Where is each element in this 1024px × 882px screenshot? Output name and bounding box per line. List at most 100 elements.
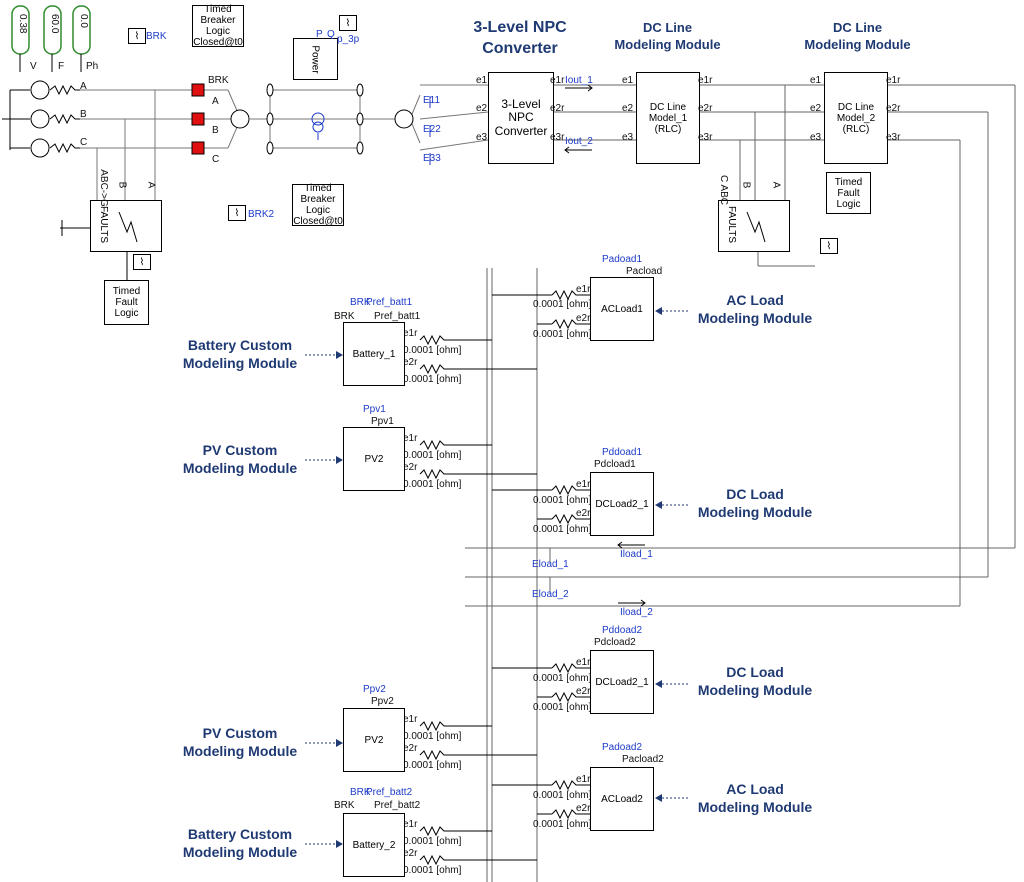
pv-bottom-title: PV Custom Modeling Module (182, 725, 298, 760)
source-phase-value[interactable]: 0.0 (78, 14, 89, 28)
dcload2-block[interactable]: DCLoad2_1 (590, 650, 654, 714)
power-meter-block[interactable]: Power (293, 38, 338, 80)
pv1-r1-value: 0.0001 [ohm] (403, 450, 462, 461)
battery1-port-e2r: e2r (403, 357, 418, 368)
dcload1-port-e2r: e2r (576, 508, 591, 519)
faults-block-1[interactable]: FAULTS (90, 200, 162, 252)
battery1-pref-input: Pref_batt1 (374, 311, 421, 322)
acload2-block[interactable]: ACLoad2 (590, 767, 654, 831)
dcline2-port-e1r: e1r (886, 75, 901, 86)
dcline1-port-e1: e1 (622, 75, 634, 86)
acload1-block[interactable]: ACLoad1 (590, 277, 654, 341)
dcload1-r2-value: 0.0001 [ohm] (533, 524, 592, 535)
dc-line1-title: DC Line Modeling Module (614, 20, 721, 52)
breaker-phase-b: B (212, 125, 219, 136)
source-frequency-value[interactable]: 60.0 (49, 14, 60, 34)
pv-top-title: PV Custom Modeling Module (182, 442, 298, 477)
source-ph-label: Ph (86, 61, 99, 72)
dc-line2-title: DC Line Modeling Module (804, 20, 911, 52)
battery2-port-e2r: e2r (403, 848, 418, 859)
pv2-port-e1r: e1r (403, 714, 418, 725)
dcload1-port-e1r: e1r (576, 479, 591, 490)
battery-bottom-title: Battery Custom Modeling Module (182, 826, 298, 861)
faults-b-label: B (116, 181, 128, 189)
timed-breaker-logic-1[interactable]: Timed Breaker Logic Closed@t0 (192, 4, 244, 48)
meter-e22: E22 (423, 124, 441, 135)
acload2-input: Pacload2 (622, 754, 664, 765)
acload1-port-e2r: e2r (576, 313, 591, 324)
battery2-r1-value: 0.0001 [ohm] (403, 836, 462, 847)
timed-fault-logic-1[interactable]: Timed Fault Logic (104, 280, 149, 325)
eload1-signal: Eload_1 (532, 559, 569, 570)
pv1-port-e1r: e1r (403, 433, 418, 444)
pv2-r1-value: 0.0001 [ohm] (403, 731, 462, 742)
dcline1-port-e2r: e2r (698, 103, 713, 114)
acload1-port-e1r: e1r (576, 284, 591, 295)
fault-lightning-icon (118, 211, 138, 243)
dcload1-block[interactable]: DCLoad2_1 (590, 472, 654, 536)
faults-a-label: A (145, 181, 157, 189)
power-p-signal: P (316, 29, 323, 40)
battery-top-title: Battery Custom Modeling Module (182, 337, 298, 372)
pv2-block[interactable]: PV2 (343, 708, 405, 772)
power-q-signal: Q (327, 29, 335, 40)
pv1-input: Ppv1 (371, 416, 394, 427)
pv1-r2-value: 0.0001 [ohm] (403, 479, 462, 490)
phase-c-label: C (80, 137, 88, 148)
fault-lightning-icon (746, 211, 766, 243)
power-meter-label: Power (309, 44, 321, 74)
graph-icon[interactable]: ⌇ (228, 205, 246, 221)
dc-line-model-2-block[interactable]: DC Line Model_2 (RLC) (824, 72, 888, 164)
graph-icon[interactable]: ⌇ (133, 254, 151, 270)
dc-line-model-1-block[interactable]: DC Line Model_1 (RLC) (636, 72, 700, 164)
dc-load-bottom-title: DC Load Modeling Module (697, 664, 813, 699)
acload1-input: Pacload (626, 266, 663, 277)
source-voltage-value[interactable]: 0.38 (17, 14, 28, 34)
graph-icon[interactable]: ⌇ (820, 238, 838, 254)
iload2-signal: Iload_2 (620, 607, 653, 618)
acload2-r2-value: 0.0001 [ohm] (533, 819, 592, 830)
pv2-port-e2r: e2r (403, 743, 418, 754)
graph-icon[interactable]: ⌇ (128, 28, 146, 44)
source-v-label: V (30, 61, 37, 72)
iload1-signal: Iload_1 (620, 549, 653, 560)
dcload2-signal: Pddoad2 (602, 625, 643, 636)
ac-source-group (2, 80, 80, 158)
npc-port-e2: e2 (476, 103, 488, 114)
battery2-port-e1r: e1r (403, 819, 418, 830)
dcline2-port-e2r: e2r (886, 103, 901, 114)
acload1-r1-value: 0.0001 [ohm] (533, 299, 592, 310)
npc-port-e3: e3 (476, 132, 488, 143)
dcload2-input: Pdcload2 (594, 637, 636, 648)
npc-port-e1r: e1r (550, 75, 565, 86)
battery2-pref-signal: Pref_batt2 (366, 787, 413, 798)
power-p3p-signal: p_3p (337, 34, 360, 45)
timed-fault-logic-2[interactable]: Timed Fault Logic (826, 172, 871, 214)
dcline2-port-e3r: e3r (886, 132, 901, 143)
faults-abc-label: ABC->G (97, 169, 109, 207)
meter-e33: E33 (423, 153, 441, 164)
battery2-brk-input: BRK (334, 800, 355, 811)
ac-load-top-title: AC Load Modeling Module (697, 292, 813, 327)
pv1-block[interactable]: PV2 (343, 427, 405, 491)
dcload2-r2-value: 0.0001 [ohm] (533, 702, 592, 713)
pv1-port-e2r: e2r (403, 462, 418, 473)
dcload2-port-e1r: e1r (576, 657, 591, 668)
acload2-port-e2r: e2r (576, 803, 591, 814)
pv2-signal: Ppv2 (363, 684, 386, 695)
dcline1-port-e2: e2 (622, 103, 634, 114)
graph-icon[interactable]: ⌇ (339, 15, 357, 31)
iout1-signal: Iout_1 (565, 75, 593, 86)
faults-block-2[interactable]: FAULTS (718, 200, 790, 252)
phase-b-label: B (80, 109, 87, 120)
battery1-block[interactable]: Battery_1 (343, 322, 405, 386)
battery2-block[interactable]: Battery_2 (343, 813, 405, 877)
dcload2-port-e2r: e2r (576, 686, 591, 697)
breaker-phase-a: A (212, 96, 219, 107)
npc-converter-block[interactable]: 3-Level NPC Converter (488, 72, 554, 164)
faults2-label: FAULTS (726, 205, 738, 244)
timed-breaker-logic-2[interactable]: Timed Breaker Logic Closed@t0 (292, 183, 344, 227)
iout2-signal: Iout_2 (565, 136, 593, 147)
